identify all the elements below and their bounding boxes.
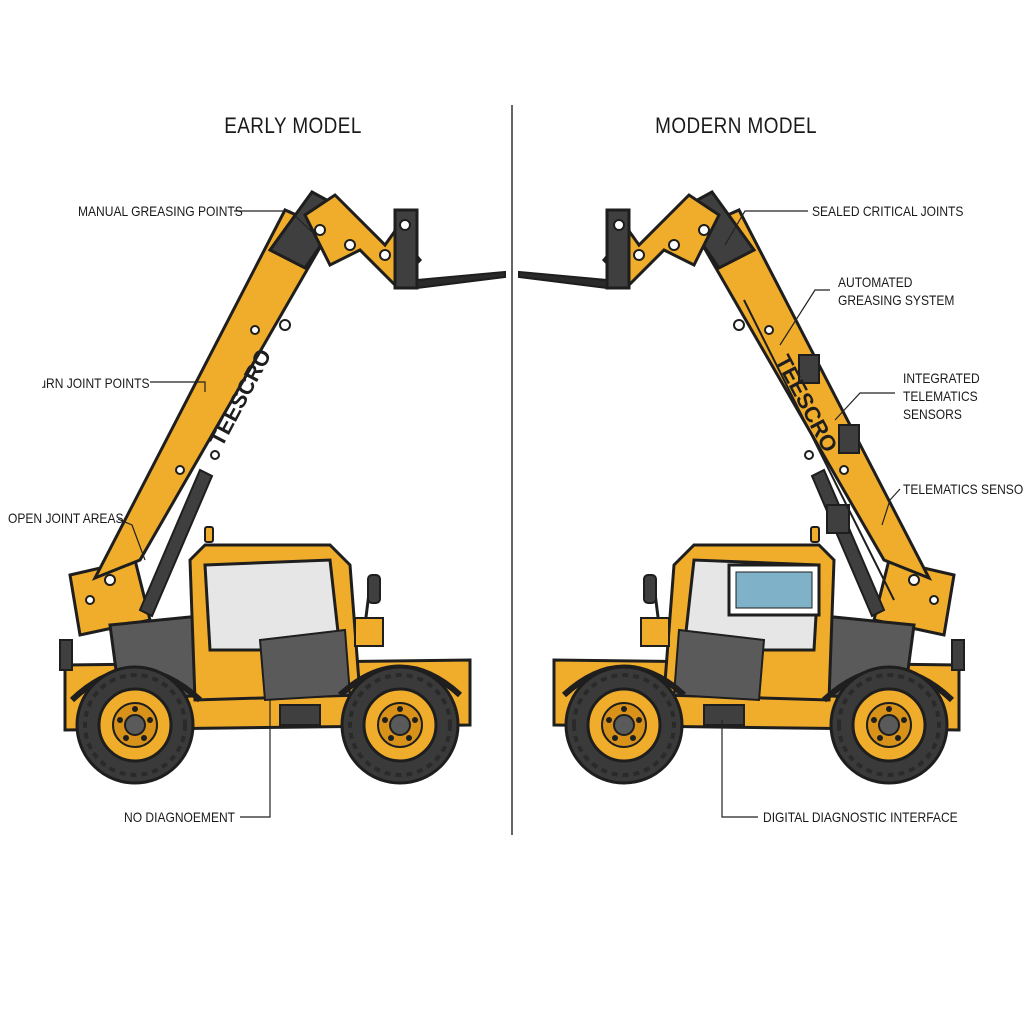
early-model-title: EARLY MODEL [224, 113, 362, 138]
label-integrated-telematics: INTEGRATED TELEMATICS SENSORS [903, 369, 980, 423]
label-no-diagnostics: NO DIAGNOEMENT [124, 809, 236, 825]
telehandler-early-illustration: TEESCRO [60, 192, 505, 783]
label-integrated-line-3: SENSORS [903, 406, 962, 422]
label-joint-points: ɹRN JOINT POINTS [42, 375, 150, 391]
label-manual-greasing-points: MANUAL GREASING POINTS [78, 203, 243, 219]
label-telematics-sensor: TELEMATICS SENSOR [903, 481, 1024, 497]
label-open-joint-areas: OPEN JOINT AREAS [8, 510, 124, 526]
label-digital-diagnostic-interface: DIGITAL DIAGNOSTIC INTERFACE [763, 809, 958, 825]
label-automated-greasing-line-1: AUTOMATED [838, 274, 913, 290]
label-integrated-line-1: INTEGRATED [903, 370, 980, 386]
label-automated-greasing-line-2: GREASING SYSTEM [838, 292, 955, 308]
modern-model-title: MODERN MODEL [655, 113, 817, 138]
callout-leaders-right [721, 210, 901, 818]
label-sealed-critical-joints: SEALED CRITICAL JOINTS [812, 203, 964, 219]
label-integrated-line-2: TELEMATICS [903, 388, 978, 404]
callout-leaders-left [117, 210, 313, 818]
label-automated-greasing: AUTOMATED GREASING SYSTEM [838, 273, 954, 309]
